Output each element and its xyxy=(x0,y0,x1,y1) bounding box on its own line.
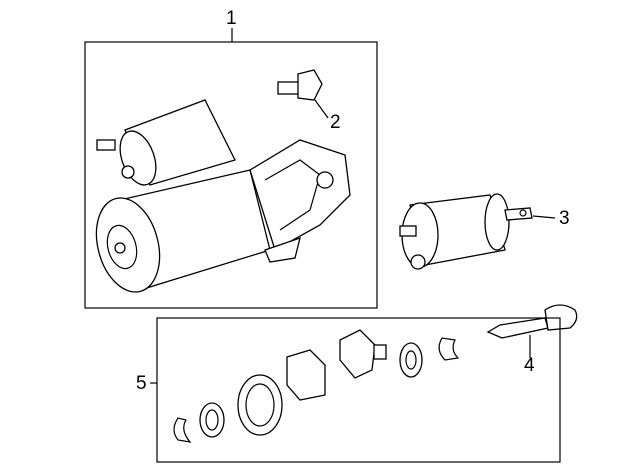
callout-5: 5 xyxy=(136,373,147,394)
solenoid-drawing[interactable] xyxy=(399,193,556,270)
starter-assembly-box xyxy=(84,28,378,309)
pin-drawing[interactable] xyxy=(486,304,578,358)
repair-kit-parts[interactable] xyxy=(173,329,460,443)
callout-4: 4 xyxy=(524,355,535,376)
callout-2: 2 xyxy=(330,112,341,133)
starter-motor-drawing[interactable] xyxy=(87,99,351,299)
repair-kit-box xyxy=(150,317,561,463)
callout-3: 3 xyxy=(559,208,570,229)
bolt-drawing[interactable] xyxy=(277,69,329,119)
callout-1: 1 xyxy=(226,8,237,29)
